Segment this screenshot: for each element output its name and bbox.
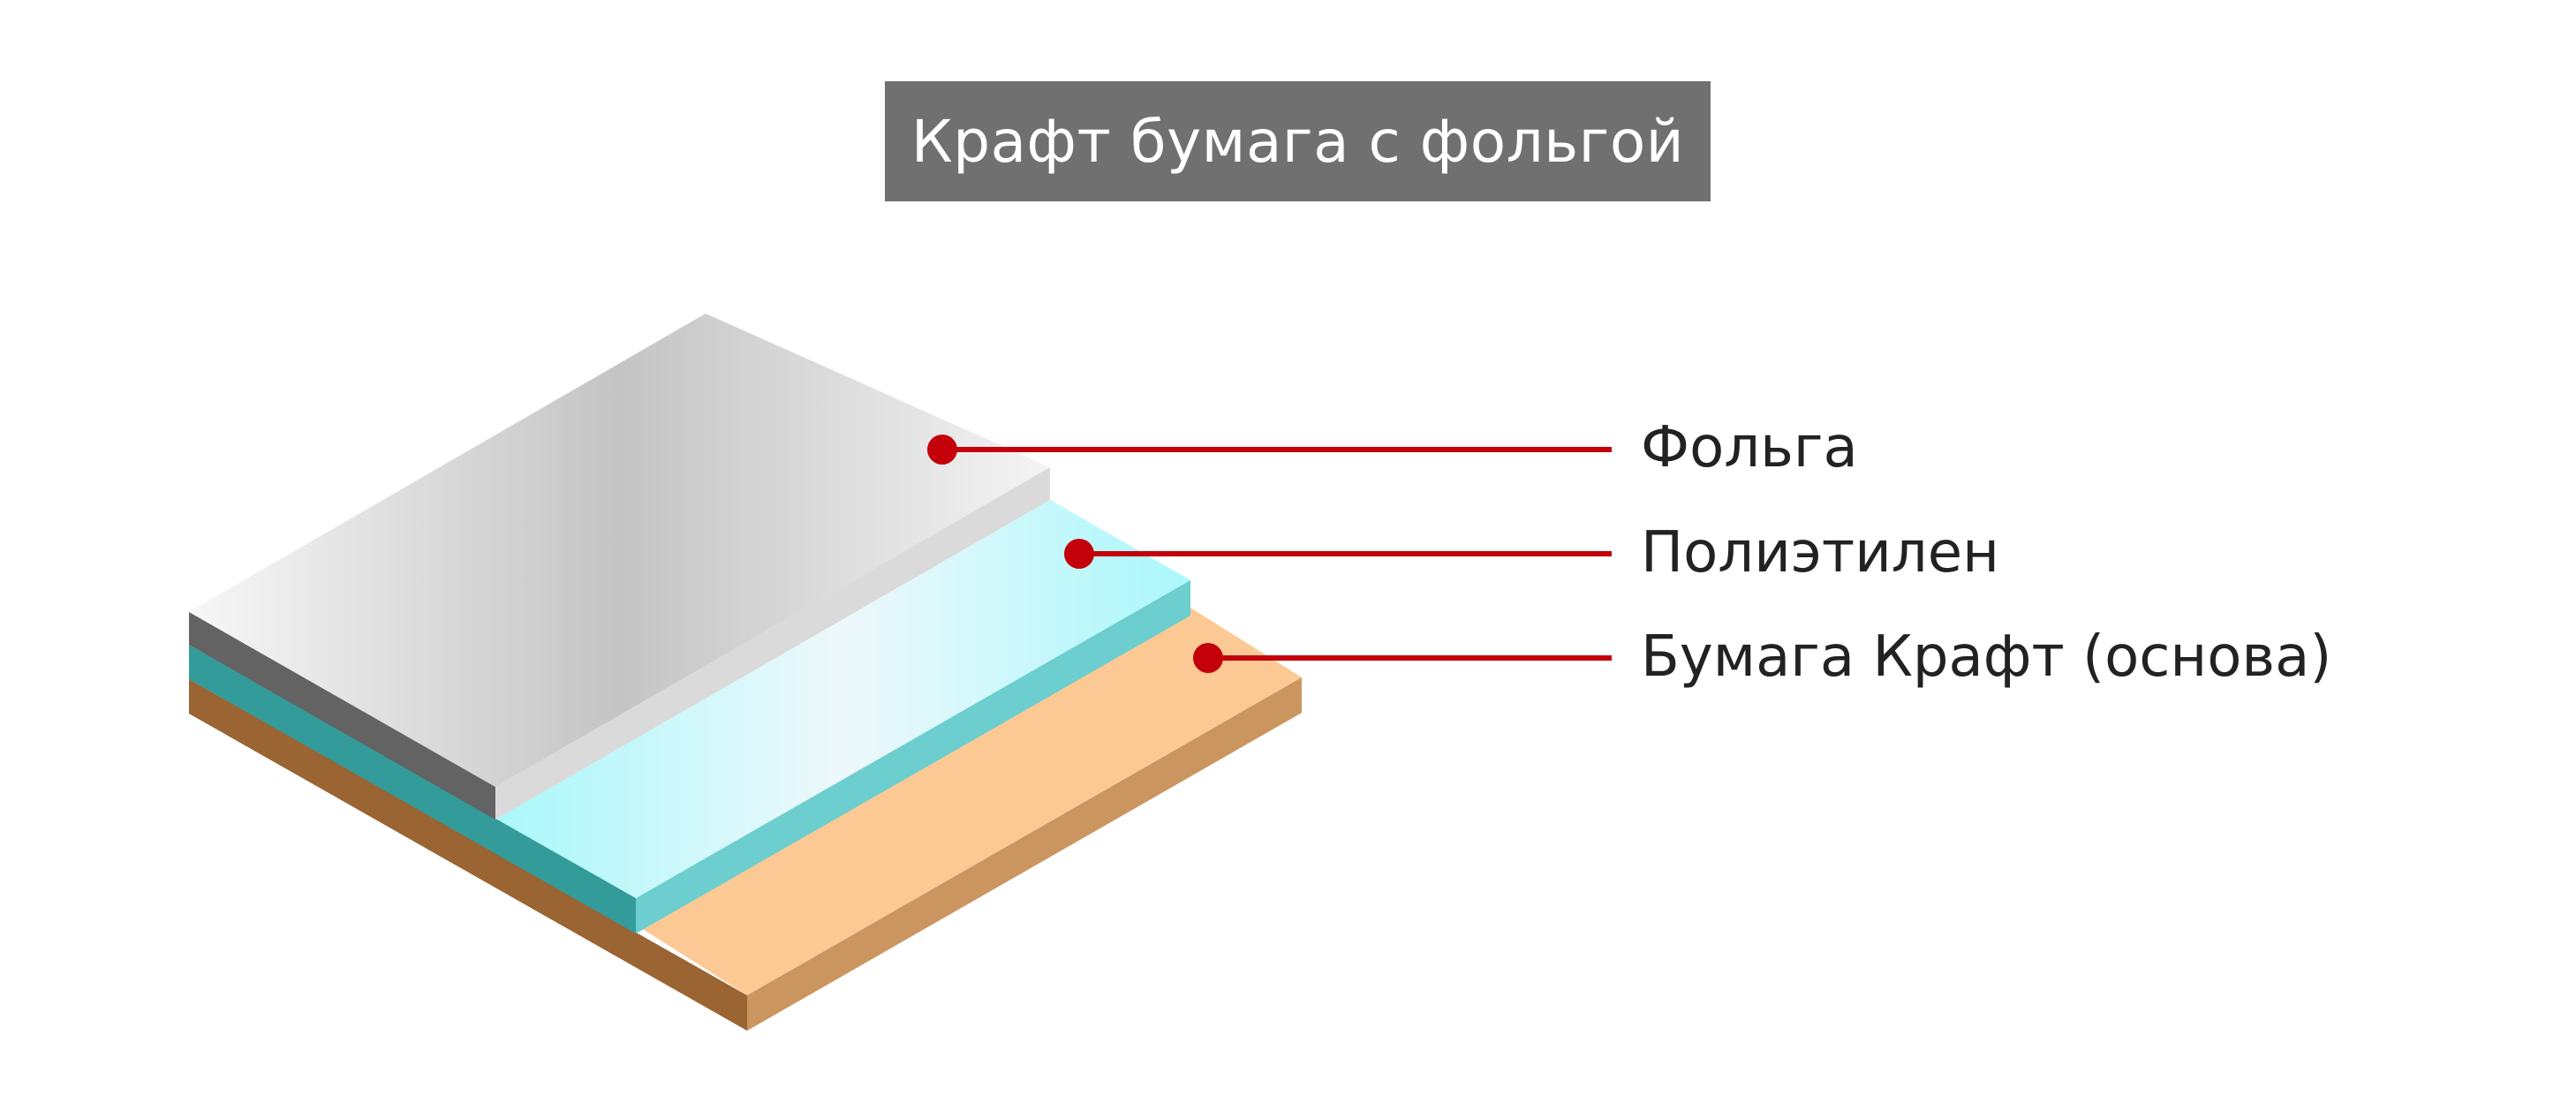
polyethylene-top-face	[495, 500, 1190, 898]
foil-layer	[189, 314, 1050, 820]
foil-label: Фольга	[1641, 415, 1858, 480]
foil-left-side	[189, 612, 495, 820]
polyethylene-marker	[1064, 539, 1094, 569]
kraft-left-side	[189, 679, 747, 1031]
foil-top-face	[189, 314, 1050, 787]
kraft-right-side	[747, 677, 1302, 1031]
kraft-top-face	[636, 608, 1302, 995]
kraft-label: Бумага Крафт (основа)	[1641, 624, 2332, 690]
polyethylene-label: Полиэтилен	[1641, 520, 1999, 586]
polyethylene-right-side	[636, 580, 1190, 934]
polyethylene-callout	[1064, 539, 1612, 569]
polyethylene-layer	[189, 500, 1190, 934]
polyethylene-left-side	[189, 645, 636, 934]
kraft-callout	[1193, 643, 1612, 673]
kraft-layer	[189, 608, 1302, 1031]
foil-right-side	[495, 467, 1050, 820]
diagram-title: Крафт бумага с фольгой	[885, 81, 1711, 201]
foil-marker	[927, 435, 957, 465]
foil-callout	[927, 435, 1612, 465]
kraft-marker	[1193, 643, 1223, 673]
